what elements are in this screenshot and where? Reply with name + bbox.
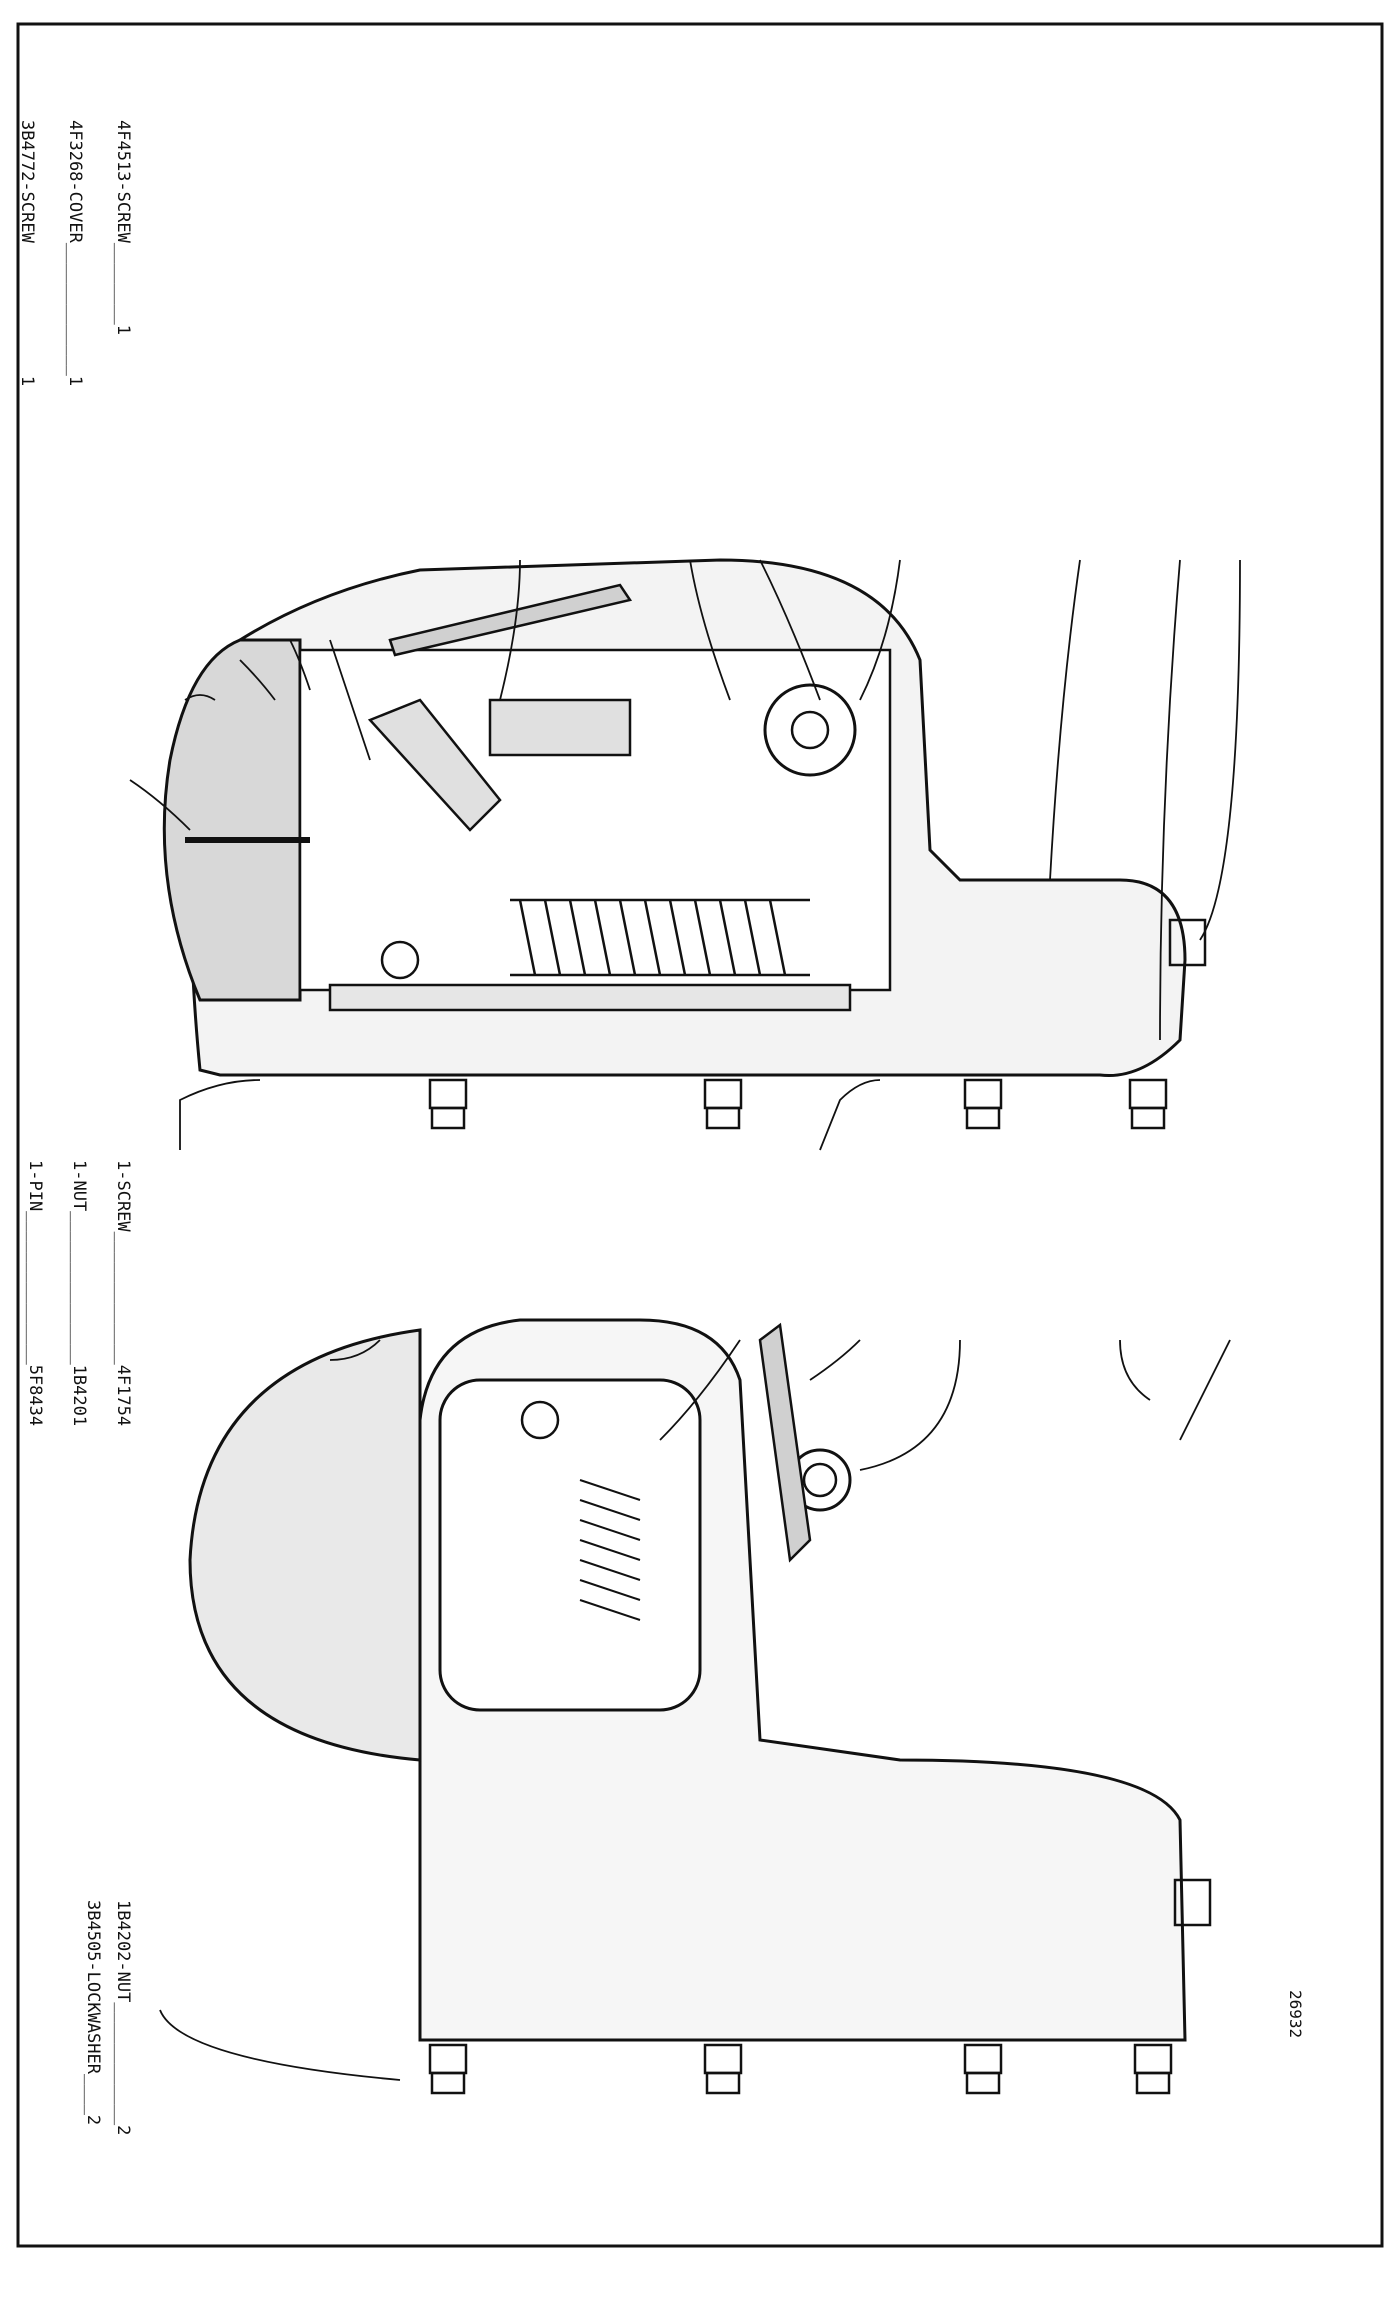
window-screw (520, 1400, 560, 1440)
top-cover-plate (388, 583, 633, 657)
top-labels: 4F4513-SCREW________1 4F3268-COVER_______… (0, 120, 133, 407)
exterior-cover (188, 1328, 422, 1762)
window-spring (579, 1479, 641, 1621)
shaft-hub (790, 710, 830, 750)
side-cover-plate (758, 1322, 812, 1563)
top-labels-item: 4F4513-SCREW________1 (113, 120, 133, 335)
leader-lines (129, 559, 1241, 2081)
shaft-circle (763, 683, 857, 777)
page-frame (16, 22, 1384, 2248)
plug-hole (802, 1462, 838, 1498)
exterior-view (188, 1318, 1212, 2095)
inspection-window (438, 1378, 702, 1712)
figure-number-group: 26932 (1286, 1990, 1305, 2038)
exterior-bolt-row (428, 2043, 1173, 2095)
middle-label-group: 1-SCREW_____________4F1754 1-NUT_________… (0, 1160, 133, 1426)
middle-labels-item: 1-NUT_______________1B4201 (69, 1160, 89, 1426)
spring-coil (510, 898, 810, 977)
figure-number: 26932 (1286, 1990, 1305, 2038)
top-labels-item: 3B4772-SCREW_____________1 (17, 120, 37, 386)
bottom-label-group: 1B4202-NUT____________2 3B4505-LOCKWASHER… (83, 1900, 133, 2135)
middle-labels: 1-SCREW_____________4F1754 1-NUT_________… (0, 1160, 133, 1426)
cover-section (162, 638, 302, 1002)
clamp-block (488, 698, 632, 757)
bottom-bolt-row (428, 1078, 1168, 1130)
bottom-labels: 1B4202-NUT____________2 3B4505-LOCKWASHER… (83, 1900, 133, 2135)
stop-lever (367, 698, 502, 832)
middle-labels-item: (PARTS OF HOUSING ASSEM.) (0, 1160, 1, 1416)
pin-circle (380, 940, 420, 980)
top-label-group: 4F4513-SCREW________1 4F3268-COVER_______… (0, 120, 133, 407)
exterior-end-plug (1173, 1878, 1212, 1927)
sectional-view (162, 558, 1207, 1130)
bottom-labels-item: 3B4505-LOCKWASHER____2 (83, 1900, 103, 2125)
bottom-labels-item: 1B4202-NUT____________2 (113, 1900, 133, 2135)
middle-labels-item: 1-PIN_______________5F8434 (25, 1160, 45, 1426)
end-plug (1168, 918, 1207, 967)
top-labels-item: 4F3268-COVER_____________1 (65, 120, 85, 386)
slide-bar (328, 983, 852, 1012)
middle-labels-item: 1-SCREW_____________4F1754 (113, 1160, 133, 1426)
